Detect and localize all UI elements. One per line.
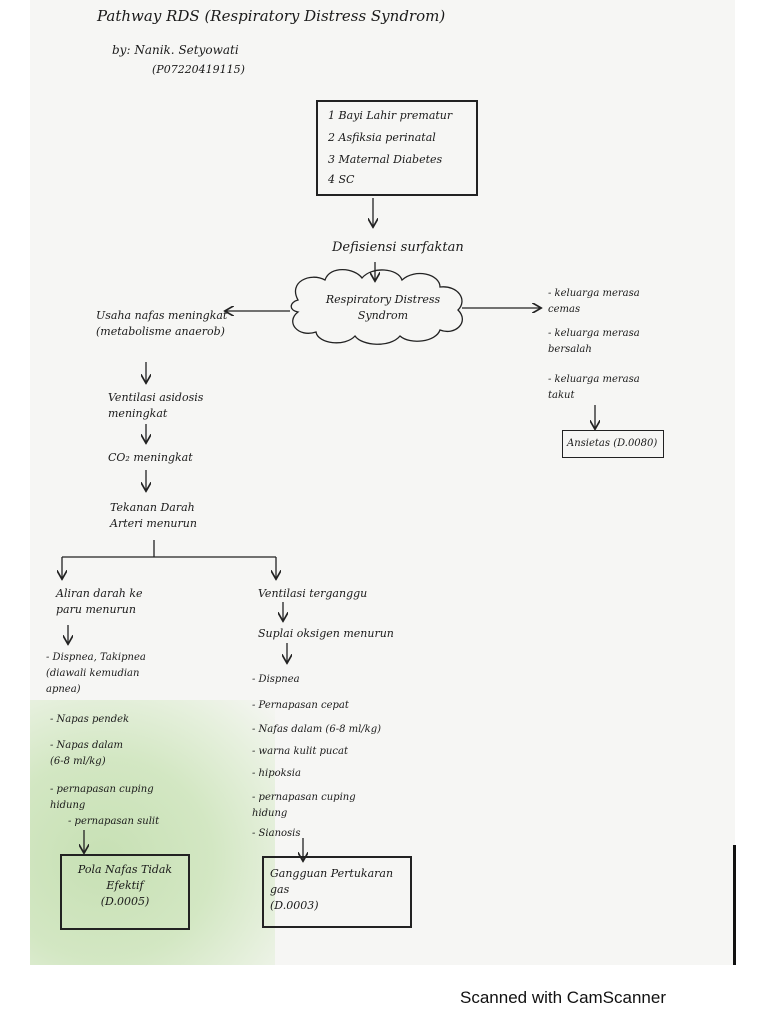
rds-label: Respiratory Distress Syndrom — [325, 293, 441, 322]
defisiensi-label: Defisiensi surfaktan — [332, 240, 464, 255]
gangguan-symptom: - pernapasan cuping hidung — [252, 792, 356, 819]
ansietas-diagnosis: Ansietas (D.0080) — [567, 438, 658, 449]
suplai-oksigen-label: Suplai oksigen menurun — [258, 627, 394, 640]
gangguan-symptom: - hipoksia — [252, 768, 301, 779]
pola-symptom: - Napas pendek — [50, 714, 130, 725]
diagram-title: Pathway RDS (Respiratory Distress Syndro… — [97, 7, 446, 25]
gangguan-pertukaran-diagnosis: Gangguan Pertukaran gas (D.0003) — [270, 867, 394, 912]
pola-symptom: - pernapasan sulit — [68, 816, 160, 827]
usaha-nafas-label: Usaha nafas meningkat (metabolisme anaer… — [96, 309, 228, 338]
author-name: by: Nanik. Setyowati — [112, 43, 239, 57]
scanner-watermark: Scanned with CamScanner — [460, 988, 667, 1007]
causes-box: 1 Bayi Lahir prematur 2 Asfiksia perinat… — [316, 100, 478, 196]
cause-item: 2 Asfiksia perinatal — [328, 131, 436, 144]
pola-symptom: - Dispnea, Takipnea (diawali kemudian ap… — [46, 652, 146, 695]
ansietas-box: Ansietas (D.0080) — [562, 430, 664, 458]
keluarga-item: - keluarga merasa takut — [548, 374, 640, 401]
pola-nafas-diagnosis: Pola Nafas Tidak Efektif (D.0005) — [77, 863, 173, 908]
rds-cloud — [290, 268, 463, 345]
ventilasi-asidosis-label: Ventilasi asidosis meningkat — [108, 391, 204, 420]
gangguan-symptom: - Dispnea — [252, 674, 300, 685]
green-stain — [30, 700, 275, 965]
co2-label: CO₂ meningkat — [108, 451, 193, 464]
author-nim: (P07220419115) — [152, 63, 245, 76]
keluarga-item: - keluarga merasa cemas — [548, 288, 640, 315]
cause-item: 4 SC — [328, 173, 355, 186]
aliran-darah-label: Aliran darah ke paru menurun — [56, 587, 143, 616]
pola-symptom: - pernapasan cuping hidung — [50, 784, 154, 811]
gangguan-symptom: - Nafas dalam (6-8 ml/kg) — [252, 724, 382, 735]
cause-item: 1 Bayi Lahir prematur — [328, 109, 453, 122]
gangguan-symptom: - warna kulit pucat — [252, 746, 348, 757]
page-edge — [733, 845, 736, 965]
pola-nafas-box: Pola Nafas Tidak Efektif (D.0005) — [60, 854, 190, 930]
gangguan-symptom: - Pernapasan cepat — [252, 700, 349, 711]
tekanan-darah-label: Tekanan Darah Arteri menurun — [110, 501, 197, 530]
cause-item: 3 Maternal Diabetes — [328, 153, 443, 166]
gangguan-pertukaran-box: Gangguan Pertukaran gas (D.0003) — [262, 856, 412, 928]
keluarga-item: - keluarga merasa bersalah — [548, 328, 640, 355]
pola-symptom: - Napas dalam (6-8 ml/kg) — [50, 740, 123, 767]
ventilasi-terganggu-label: Ventilasi terganggu — [258, 587, 368, 600]
gangguan-symptom: - Sianosis — [252, 828, 301, 839]
